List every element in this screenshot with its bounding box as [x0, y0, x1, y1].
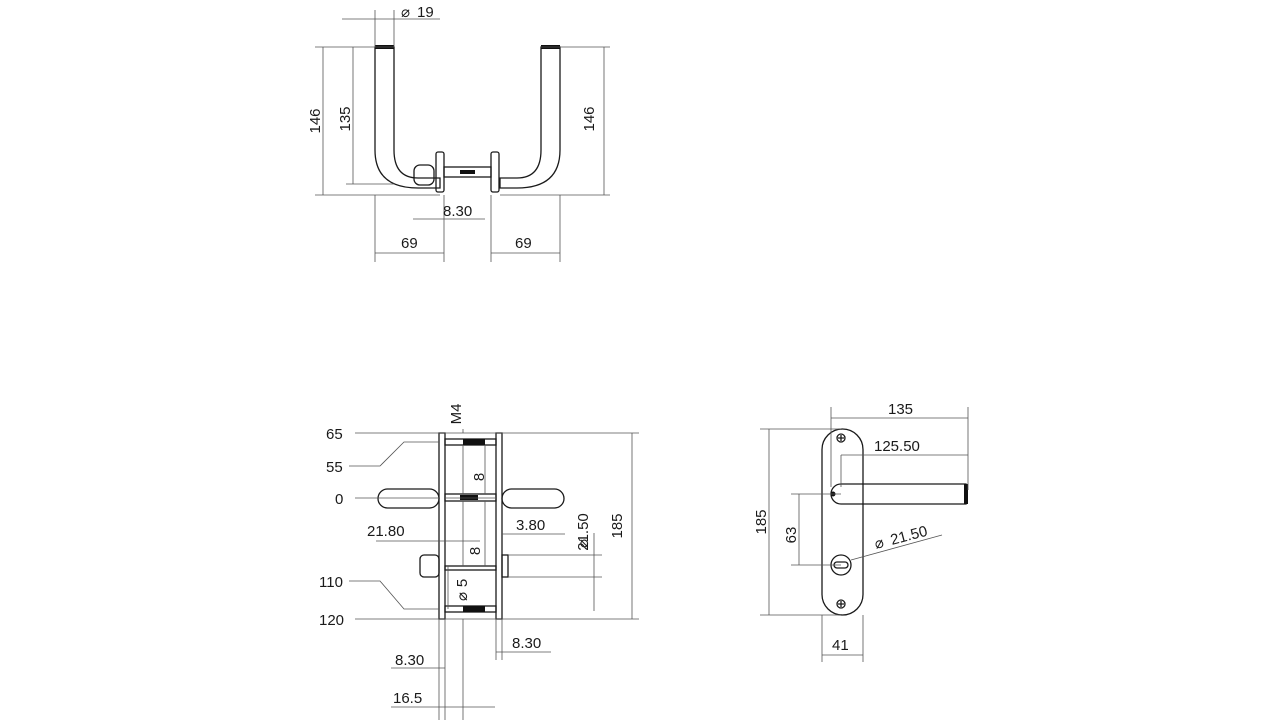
- dim-dia5: 5: [454, 579, 471, 587]
- dia-symbol: ⌀: [401, 4, 410, 21]
- dia-symbol-side: ⌀: [575, 539, 592, 548]
- dim-0: 0: [335, 491, 343, 508]
- dim-8-mid: 8: [467, 547, 484, 555]
- dim-m4: M4: [448, 404, 465, 425]
- top-screw-cross: [838, 435, 844, 441]
- side-thumb-turn: [419, 554, 440, 578]
- dim-8-30: 8.30: [443, 203, 472, 220]
- cylinder-pin: [444, 565, 497, 571]
- dim-135-front-lines: [830, 407, 969, 490]
- dim-69-right-lines: [490, 195, 561, 262]
- dim-21-80: 21.80: [367, 523, 405, 540]
- dim-8-top: 8: [471, 473, 488, 481]
- dim-55: 55: [326, 459, 343, 476]
- dim-146-left-lines: [315, 46, 440, 196]
- dim-185-front-lines: [760, 428, 841, 616]
- dia-symbol-front: ⌀: [873, 534, 886, 553]
- front-view: 135 125.50 185 63 ⌀ 21.50 41: [753, 401, 969, 662]
- dim-125-50-lines: [840, 454, 968, 487]
- dim-63-lines: [791, 493, 841, 566]
- dim-41-lines: [821, 615, 864, 662]
- dim-120: 120: [319, 612, 344, 629]
- dim-185-front: 185: [753, 509, 770, 534]
- dim-8-30-left-lines: [391, 619, 446, 720]
- dim-146-right-lines: [500, 46, 610, 196]
- dim-dia21-50-side: 21.50: [575, 513, 592, 551]
- front-lever-cap: [964, 484, 968, 504]
- dim-146-left: 146: [307, 108, 324, 133]
- thumb-turn: [413, 164, 435, 186]
- top-view: ⌀ 19 146 135 146 8.30 69 69: [307, 4, 610, 262]
- dim-65: 65: [326, 426, 343, 443]
- dim-63: 63: [783, 527, 800, 544]
- dim-185-lines: [355, 432, 639, 620]
- top-screw-thread: [463, 439, 485, 445]
- dim-69-left: 69: [401, 235, 418, 252]
- dia-symbol-5: ⌀: [454, 592, 471, 601]
- bottom-screw-head: [836, 599, 846, 609]
- dim-69-right: 69: [515, 235, 532, 252]
- top-screw-head: [836, 433, 846, 443]
- dim-8-30-right-lines: [495, 619, 551, 660]
- right-lever-outline: [499, 46, 561, 189]
- dim-69-left-lines: [374, 195, 445, 262]
- side-spindle-core: [460, 495, 478, 500]
- side-view: 65 55 0 110 120 M4 8 8 21.80 3.80 ⌀ 21.5…: [319, 404, 639, 720]
- dim-8-mid-lines: [462, 501, 486, 566]
- dim-125-50: 125.50: [874, 438, 920, 455]
- dim-8-30-lines: [413, 195, 492, 225]
- spindle: [443, 166, 492, 178]
- dim-dia19: 19: [417, 4, 434, 21]
- leader-55: [349, 441, 439, 467]
- dim-8-30-left: 8.30: [395, 652, 424, 669]
- dim-185-side: 185: [609, 513, 626, 538]
- dim-8-top-lines: [462, 429, 486, 494]
- right-lever-section: [501, 488, 565, 509]
- right-backplate: [495, 432, 503, 620]
- right-rose: [490, 151, 500, 193]
- bottom-screw-thread: [463, 606, 485, 612]
- leader-110: [349, 580, 439, 610]
- dim-135-lines: [346, 47, 394, 185]
- dim-dia19-lines: [342, 10, 440, 47]
- dim-110: 110: [319, 574, 343, 591]
- dim-dia21-50-front-leader: [850, 534, 943, 561]
- side-escutcheon: [501, 554, 509, 578]
- dim-3-80: 3.80: [516, 517, 545, 534]
- dim-135-front: 135: [888, 401, 913, 418]
- spindle-core: [460, 170, 475, 174]
- front-backplate: [821, 428, 864, 616]
- side-spindle: [444, 493, 497, 502]
- dim-16-5-lines: [391, 619, 495, 720]
- dim-dia21-50-front: 21.50: [889, 523, 930, 549]
- left-backplate: [438, 432, 446, 620]
- dim-146-right: 146: [581, 106, 598, 131]
- dim-16-5: 16.5: [393, 690, 422, 707]
- left-lever-section: [377, 488, 440, 509]
- bottom-screw-cross: [838, 601, 844, 607]
- front-lever: [830, 483, 967, 505]
- dim-41: 41: [832, 637, 849, 654]
- left-lever-outline: [374, 46, 441, 189]
- dim-dia21-50-lines: [508, 533, 602, 611]
- dim-8-30-right: 8.30: [512, 635, 541, 652]
- dim-135: 135: [337, 106, 354, 131]
